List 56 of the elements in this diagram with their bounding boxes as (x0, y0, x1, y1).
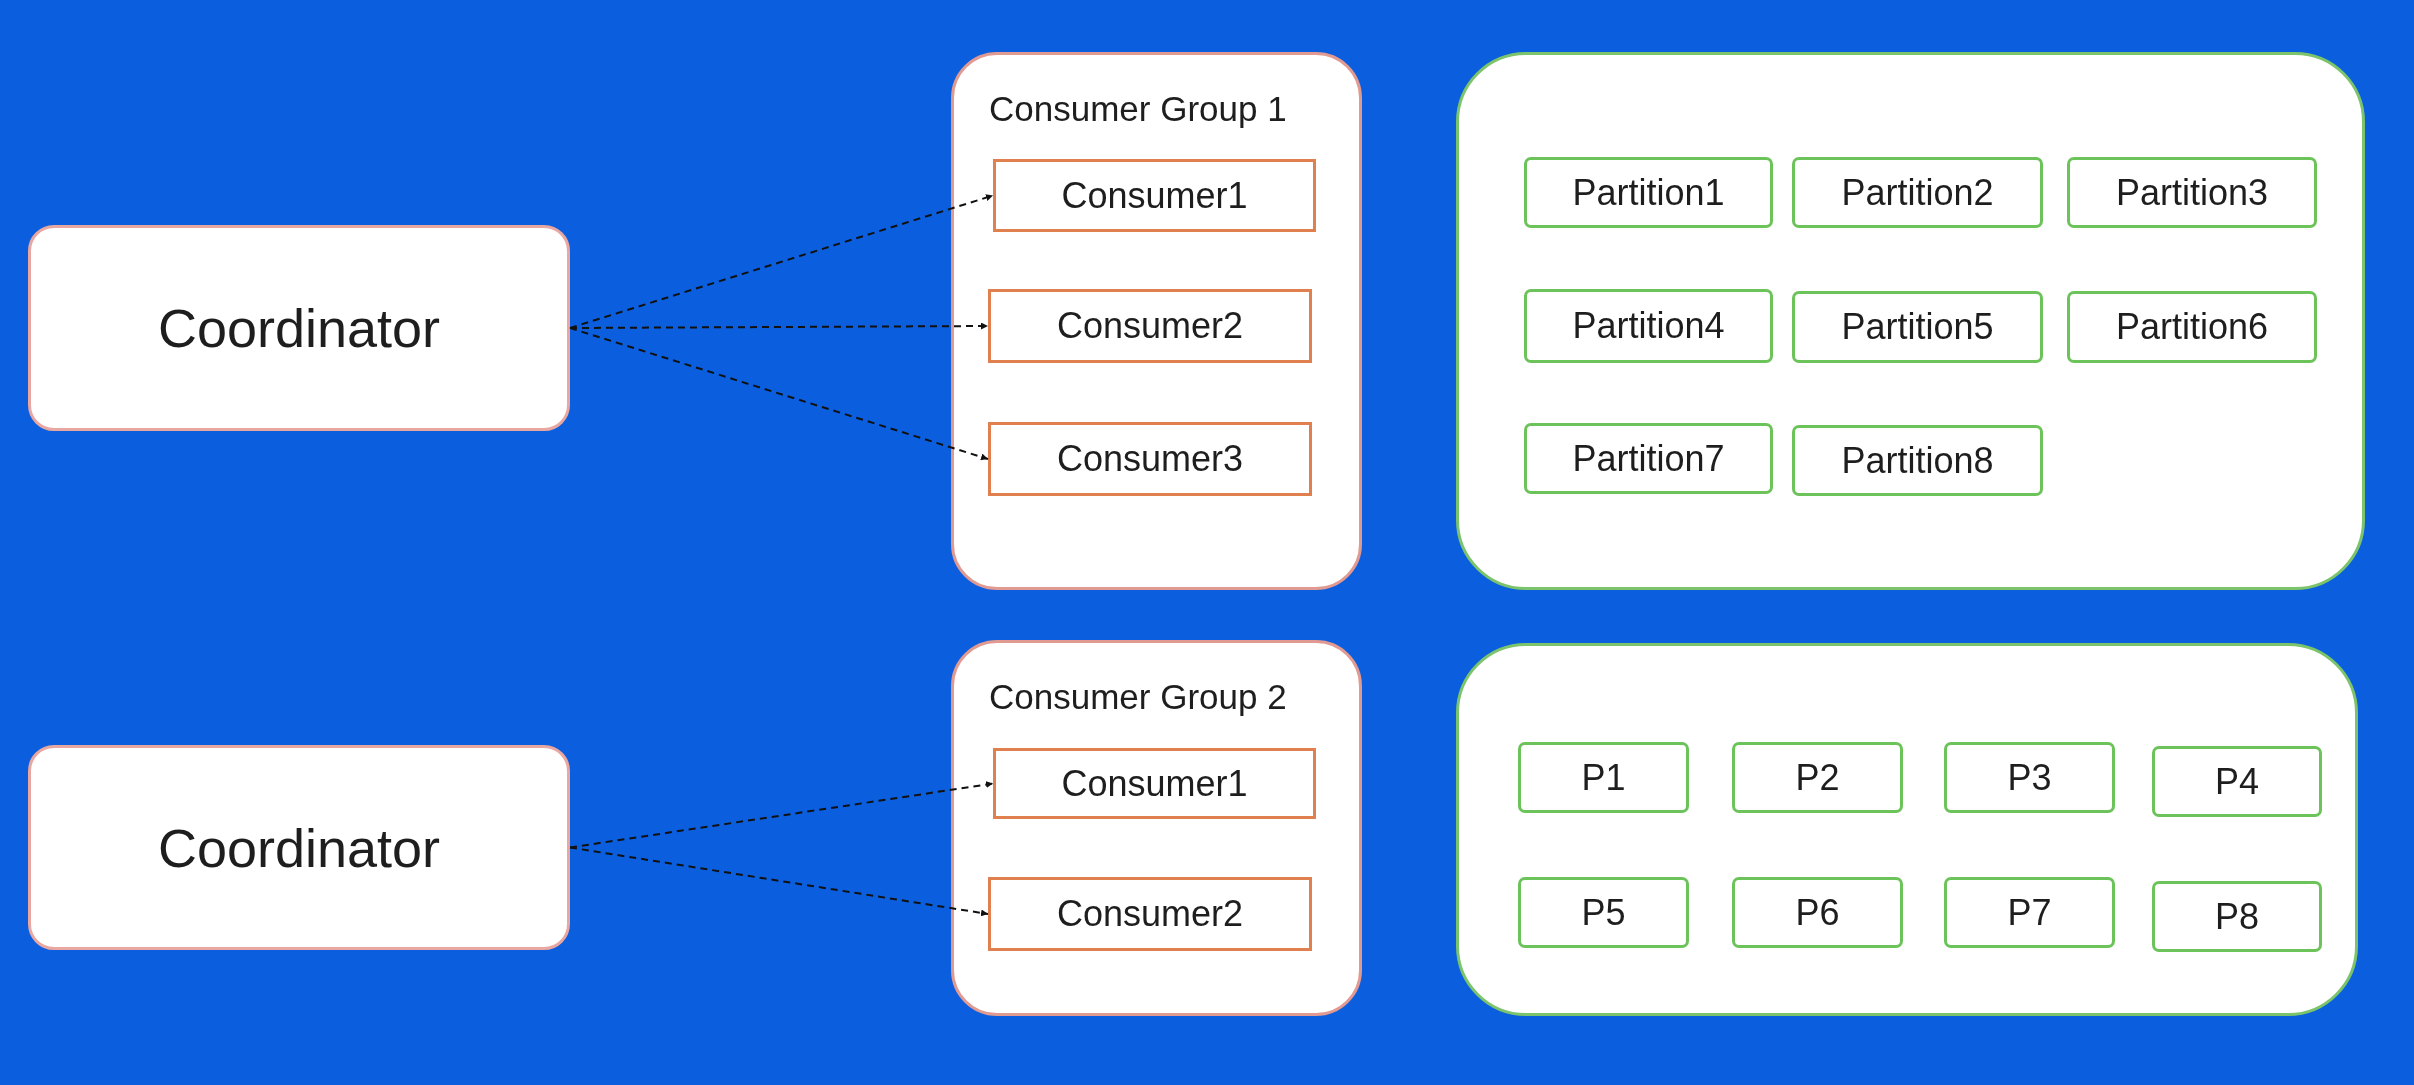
dashed-arrow (569, 781, 994, 849)
node-label: P5 (1581, 891, 1626, 934)
partition-box (1518, 877, 1689, 948)
partition-box (1524, 423, 1773, 494)
coordinator-box (28, 225, 570, 431)
node-label: P8 (2214, 895, 2259, 938)
node-label: Partition6 (2115, 306, 2269, 348)
partition-panel (1456, 52, 2365, 590)
node-label: P3 (2007, 756, 2052, 799)
node-label: Consumer2 (1056, 893, 1244, 935)
partition-box (1524, 289, 1773, 363)
dashed-arrow (569, 846, 989, 917)
partition-box (1518, 742, 1689, 813)
consumer-box (988, 422, 1312, 496)
node-label: Coordinator (157, 816, 441, 879)
coordinator-box (28, 745, 570, 950)
node-label: Partition7 (1572, 437, 1725, 480)
consumer-box (988, 877, 1312, 951)
partition-panel (1456, 643, 2358, 1016)
node-label: Partition8 (1841, 439, 1994, 482)
node-label: Partition4 (1572, 305, 1725, 347)
consumer-group-box (951, 640, 1362, 1016)
node-label: Consumer2 (1056, 305, 1244, 347)
partition-box (1524, 157, 1773, 228)
partition-box (2152, 881, 2322, 952)
consumer-box (993, 159, 1316, 232)
node-label: P6 (1795, 891, 1840, 934)
consumer-box (988, 289, 1312, 363)
node-label: Coordinator (157, 297, 441, 359)
node-label: Partition2 (1841, 171, 1994, 214)
node-label: P7 (2007, 891, 2052, 934)
group-title: Consumer Group 1 (989, 89, 1287, 129)
consumer-box (993, 748, 1316, 819)
partition-box (1792, 425, 2043, 496)
node-label: P1 (1581, 756, 1626, 799)
node-label: Consumer1 (1061, 762, 1248, 805)
node-label: P4 (2214, 760, 2259, 803)
partition-box (1732, 877, 1903, 948)
node-label: Consumer1 (1061, 174, 1248, 217)
partition-box (2067, 157, 2317, 228)
dashed-arrow (569, 194, 994, 329)
node-label: P2 (1795, 756, 1840, 799)
partition-box (1792, 157, 2043, 228)
node-label: Partition1 (1572, 171, 1725, 214)
node-label: Consumer3 (1056, 438, 1244, 480)
node-label: Partition3 (2115, 171, 2269, 214)
partition-box (2152, 746, 2322, 817)
partition-box (2067, 291, 2317, 363)
consumer-group-box (951, 52, 1362, 590)
dashed-arrow (569, 327, 989, 461)
partition-box (1732, 742, 1903, 813)
node-label: Partition5 (1841, 306, 1994, 348)
partition-box (1792, 291, 2043, 363)
group-title: Consumer Group 2 (989, 677, 1287, 717)
partition-box (1944, 877, 2115, 948)
partition-box (1944, 742, 2115, 813)
